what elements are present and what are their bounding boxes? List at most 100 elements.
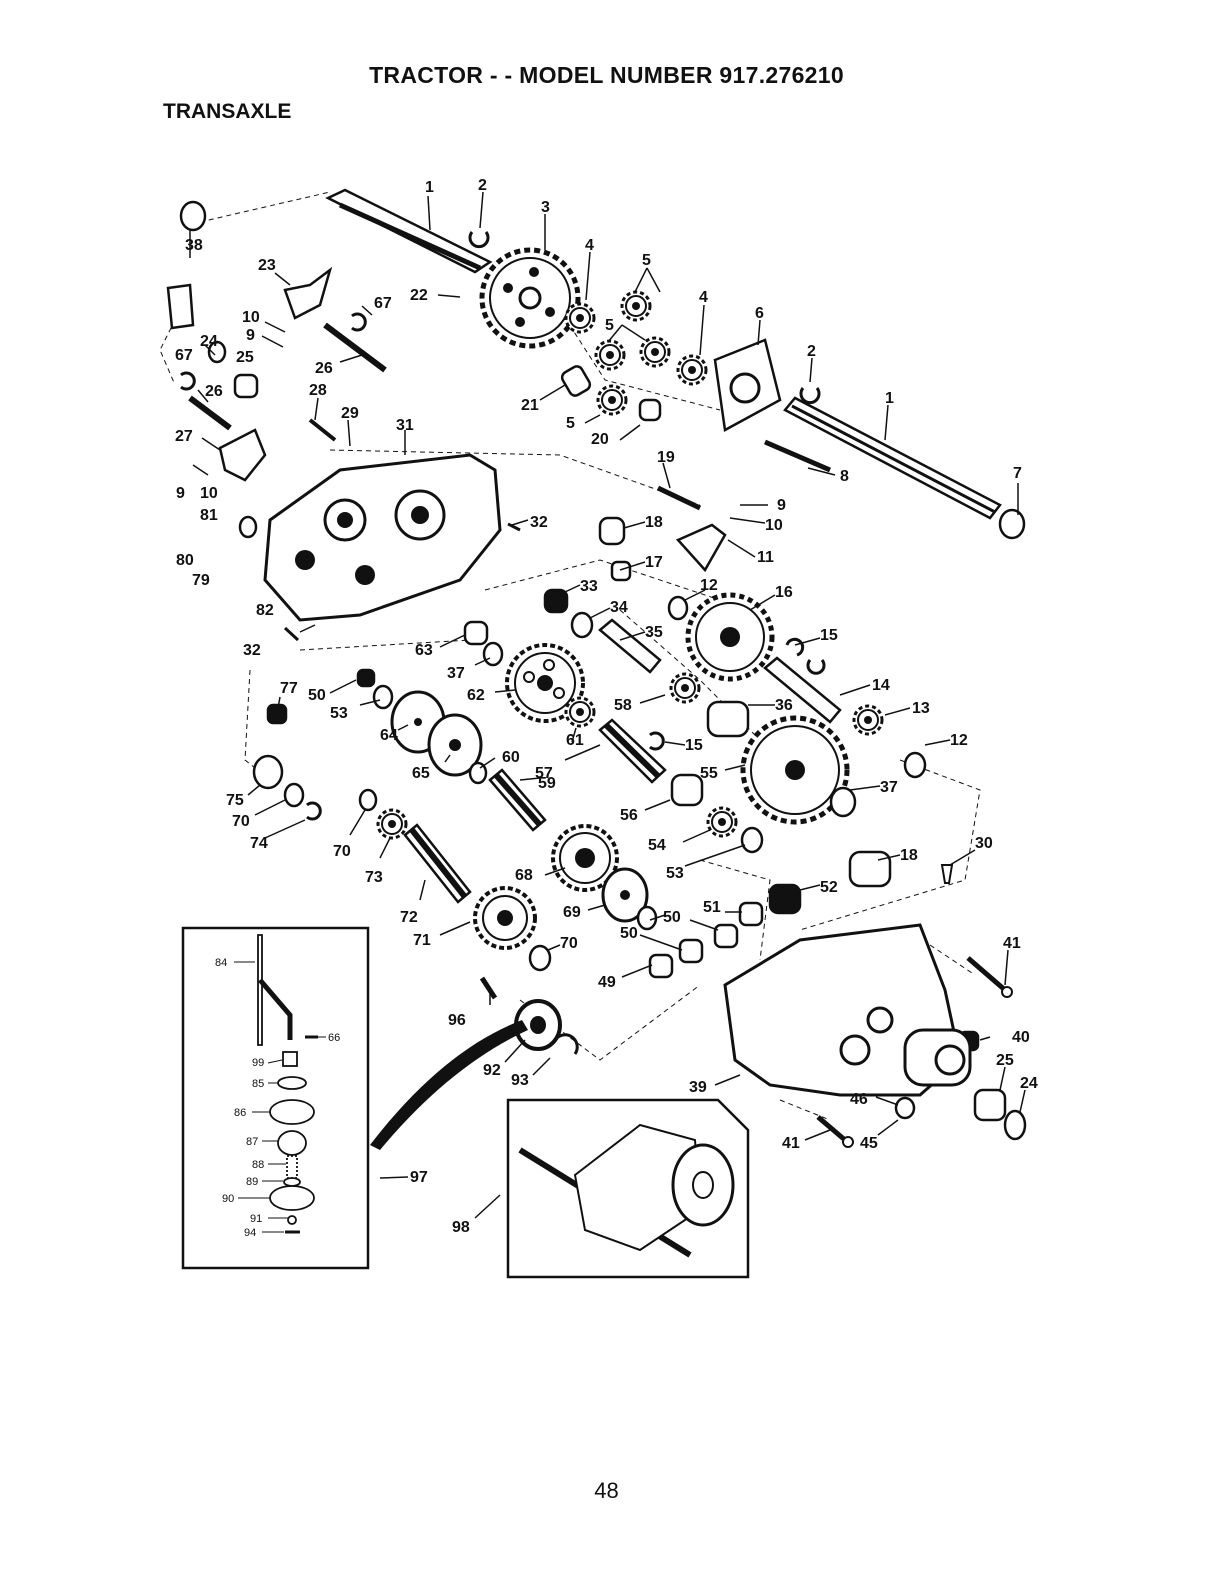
callout: 69: [563, 904, 581, 921]
callout: 73: [365, 869, 383, 886]
callout: 53: [666, 865, 684, 882]
gear-68: [551, 824, 619, 892]
callout: 50: [308, 687, 326, 704]
callout: 30: [975, 835, 993, 852]
callout: 12: [950, 732, 968, 749]
callout: 50: [620, 925, 638, 942]
callout: 85: [252, 1078, 264, 1090]
callout: 38: [185, 237, 203, 254]
callout-labels: 1 2 3 4 5 5 4 6 2 1 7 38 23 22 67 10 9 2…: [175, 177, 1038, 1236]
pins-32: [283, 522, 521, 642]
inset-shift-assembly: [257, 934, 318, 1234]
gear-58: [669, 672, 701, 704]
callout: 55: [700, 765, 718, 782]
callout: 87: [246, 1136, 258, 1148]
shift-fork-11: [675, 523, 727, 573]
callout: 24: [1020, 1075, 1038, 1092]
callout: 67: [374, 295, 392, 312]
callout: 23: [258, 257, 276, 274]
inset-leader-lines: [234, 961, 326, 1233]
callout: 41: [1003, 935, 1021, 952]
callout: 26: [315, 360, 333, 377]
callout: 2: [807, 343, 816, 360]
callout: 72: [400, 909, 418, 926]
callout: 32: [243, 642, 261, 659]
disc-69: [601, 867, 649, 923]
callout: 33: [580, 578, 598, 595]
shaft-19: [656, 485, 702, 511]
lower-housing-39: [723, 923, 972, 1097]
gear-71: [473, 886, 537, 950]
shift-rod-26b: [188, 395, 232, 431]
gear-61: [564, 696, 596, 728]
callout: 63: [415, 642, 433, 659]
callout: 41: [782, 1135, 800, 1152]
callout: 71: [413, 932, 431, 949]
callout: 81: [200, 507, 218, 524]
shaft-72: [403, 823, 472, 904]
callout: 9: [246, 327, 255, 344]
callout: 50: [663, 909, 681, 926]
callout: 8: [840, 468, 849, 485]
callout: 2: [478, 177, 487, 194]
callout: 5: [566, 415, 575, 432]
callout: 14: [872, 677, 890, 694]
callout: 34: [610, 599, 628, 616]
callout: 94: [244, 1227, 256, 1239]
callout: 35: [645, 624, 663, 641]
bolt-41b: [816, 1115, 854, 1148]
callout: 80: [176, 552, 194, 569]
gear-16: [685, 592, 775, 682]
callout: 57: [535, 765, 553, 782]
callout: 39: [689, 1079, 707, 1096]
callout: 6: [755, 305, 764, 322]
callout: 99: [252, 1057, 264, 1069]
callout: 22: [410, 287, 428, 304]
shift-fork-23: [283, 266, 333, 320]
shaft-59: [488, 768, 547, 832]
callout: 46: [850, 1091, 868, 1108]
callout: 18: [645, 514, 663, 531]
callout: 70: [560, 935, 578, 952]
upper-housing-31: [263, 453, 502, 622]
callout: 9: [176, 485, 185, 502]
callout: 31: [396, 417, 414, 434]
fitting-30: [940, 864, 954, 884]
connector-to-inset: [370, 1020, 528, 1150]
callout: 11: [757, 549, 774, 566]
callout: 28: [309, 382, 327, 399]
callout: 97: [410, 1169, 428, 1186]
callout: 15: [685, 737, 703, 754]
callout: 20: [591, 431, 609, 448]
callout: 58: [614, 697, 632, 714]
callout: 90: [222, 1193, 234, 1205]
page-title: TRACTOR - - MODEL NUMBER 917.276210: [369, 62, 844, 88]
callout: 1: [425, 179, 434, 196]
gear-5c: [639, 336, 671, 368]
callout: 84: [215, 957, 227, 969]
callout: 89: [246, 1176, 258, 1188]
callout: 98: [452, 1219, 470, 1236]
callout: 7: [1013, 465, 1022, 482]
bracket-38: [166, 283, 195, 330]
callout: 13: [912, 700, 930, 717]
callout: 70: [232, 813, 250, 830]
callout: 65: [412, 765, 430, 782]
callout: 18: [900, 847, 918, 864]
callout: 12: [700, 577, 718, 594]
callout: 77: [280, 680, 298, 697]
bearing-retainer-6: [713, 338, 782, 432]
callout: 17: [645, 554, 663, 571]
callout: 86: [234, 1107, 246, 1119]
shaft-14: [763, 656, 842, 724]
callout: 40: [1012, 1029, 1030, 1046]
callout: 56: [620, 807, 638, 824]
gear-4a: [564, 302, 596, 334]
callout: 64: [380, 727, 398, 744]
page-number: 48: [594, 1478, 619, 1503]
gear-3: [479, 247, 581, 349]
shaft-35: [598, 618, 662, 674]
gear-5d: [596, 384, 628, 416]
gear-13: [852, 704, 884, 736]
